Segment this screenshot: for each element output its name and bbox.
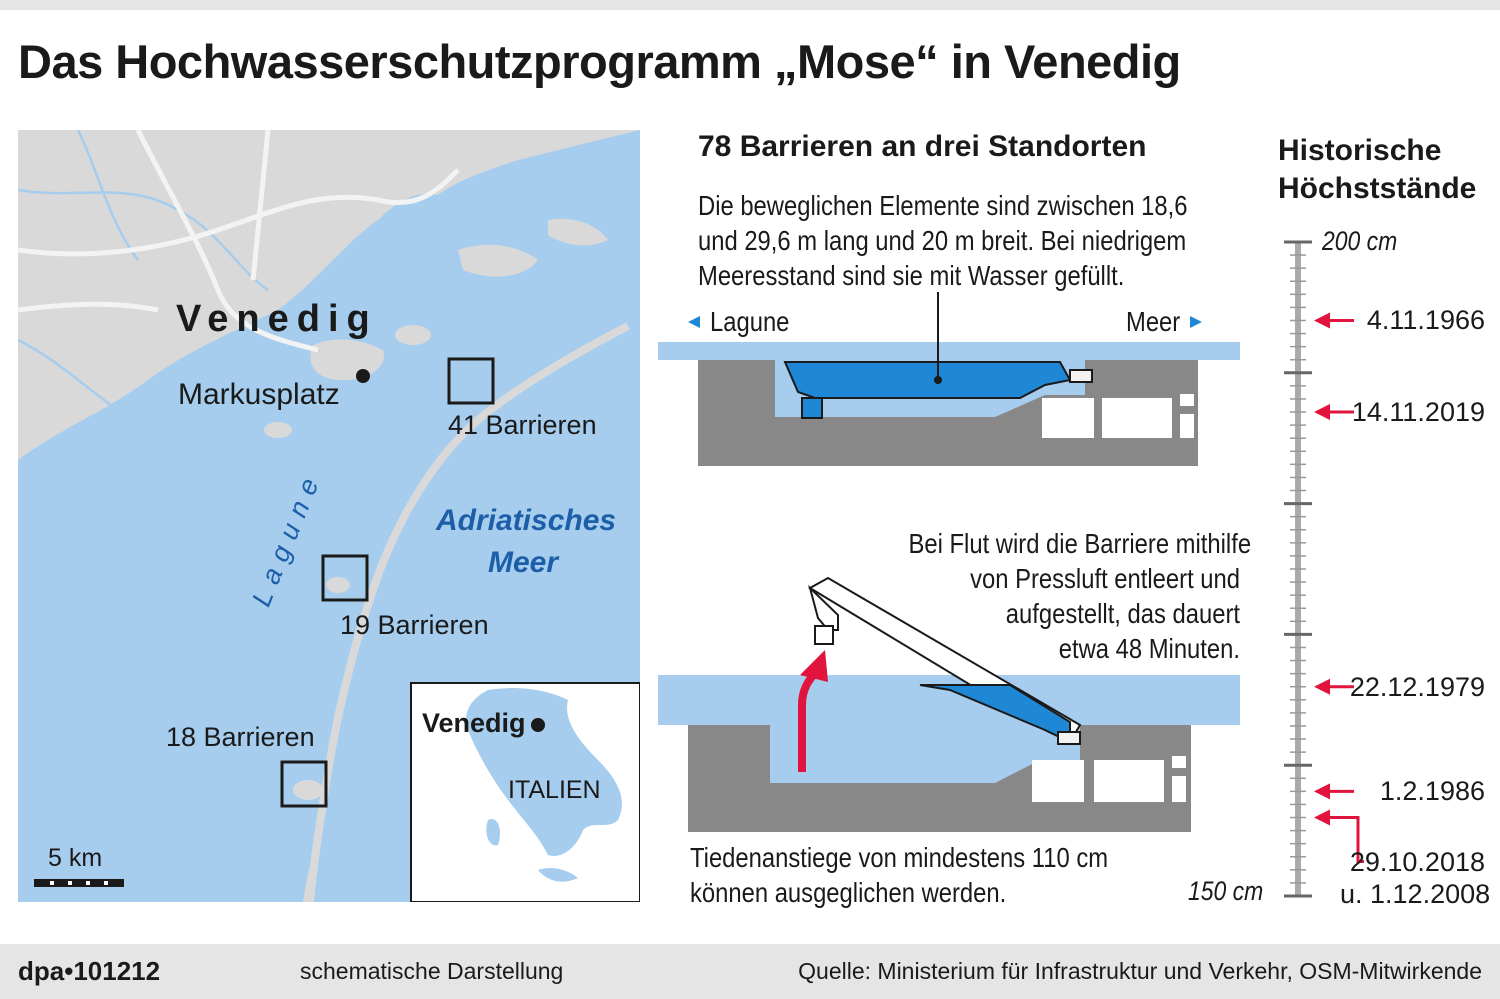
barrier-box-chioggia	[280, 760, 328, 808]
raise-arrow-icon	[800, 650, 828, 682]
level-label-wrap: 22.12.1979	[1340, 671, 1485, 703]
level-date: 4.11.1966	[1366, 305, 1485, 336]
level-label-wrap: 14.11.2019	[1340, 396, 1485, 428]
lido-strip	[306, 322, 630, 903]
lagoon-side-label: Lagune	[710, 306, 790, 337]
lagoon-water	[18, 130, 640, 902]
level-date: 1.2.1986	[1379, 776, 1485, 807]
hinge-top	[1069, 369, 1093, 383]
page-title: Das Hochwasserschutzprogramm „Mose“ in V…	[18, 35, 1181, 88]
scale-heading: Historische Höchststände	[1278, 132, 1476, 208]
footer: dpa•101212 schematische Darstellung Quel…	[0, 944, 1500, 999]
level-date-2: u. 1.12.2008	[1340, 878, 1491, 909]
inset-venice-dot	[531, 718, 545, 732]
arrow-left-icon	[688, 316, 700, 328]
scale-bar	[34, 879, 124, 887]
top-band	[0, 0, 1500, 10]
arrow-right-icon	[1190, 316, 1202, 328]
level-arrow-icon	[1314, 312, 1330, 329]
level-arrow-icon	[1314, 809, 1330, 826]
level-label-wrap: 4.11.1966	[1340, 304, 1485, 336]
flood-line-3: aufgestellt, das dauert	[1005, 598, 1240, 629]
desc-line-2: und 29,6 m lang und 20 m breit. Bei nied…	[698, 225, 1187, 256]
gate-lowered	[783, 361, 1072, 399]
scale-label: 5 km	[48, 844, 103, 872]
level-arrow-icon	[1314, 783, 1330, 800]
level-arrow-icon	[1314, 404, 1330, 421]
desc-line-3: Meeresstand sind sie mit Wasser gefüllt.	[698, 260, 1125, 291]
hinge-bottom	[1057, 731, 1081, 745]
map-graphic	[17, 128, 641, 903]
diagram-desc: Die beweglichen Elemente sind zwischen 1…	[698, 188, 1188, 293]
barrier-diagram: 78 Barrieren an drei Standorten Die bewe…	[650, 130, 1252, 915]
flood-description: Bei Flut wird die Barriere mithilfe von …	[908, 526, 1252, 666]
schematic-note: schematische Darstellung	[300, 958, 564, 984]
inset-country-label: ITALIEN	[508, 776, 601, 804]
map-city-label: Venedig	[176, 298, 378, 340]
level-arrow-icon	[1314, 678, 1330, 695]
barrier-box-lido	[447, 357, 495, 405]
map-panel: Venedig Markusplatz Lagune Adriatisches …	[17, 128, 641, 907]
level-arrow-connector	[1328, 816, 1364, 864]
barrier-cross-sections	[658, 292, 1240, 832]
inset-city-label: Venedig	[422, 708, 526, 738]
source-credit: Quelle: Ministerium für Infrastruktur un…	[798, 958, 1482, 984]
map-square-label: Markusplatz	[178, 378, 340, 411]
water-level-top	[658, 342, 1240, 360]
desc-line-1: Die beweglichen Elemente sind zwischen 1…	[698, 190, 1188, 221]
flood-line-4: etwa 48 Minuten.	[1058, 633, 1240, 664]
scale-heading-line-1: Historische	[1278, 134, 1442, 167]
tide-note: Tiedenanstiege von mindestens 110 cm kön…	[690, 840, 1108, 910]
barrier-label-19: 19 Barrieren	[340, 610, 489, 640]
italy-shape	[466, 688, 622, 856]
barrier-label-41: 41 Barrieren	[448, 410, 597, 440]
tide-line-1: Tiedenanstiege von mindestens 110 cm	[690, 842, 1109, 873]
level-date: 29.10.2018	[1349, 846, 1485, 877]
level-date: 22.12.1979	[1349, 671, 1485, 702]
markusplatz-dot	[356, 369, 370, 383]
scale-heading-line-2: Höchststände	[1278, 172, 1477, 205]
barrier-label-18: 18 Barrieren	[166, 722, 315, 752]
tide-line-2: können ausgeglichen werden.	[690, 877, 1007, 908]
agency-id: dpa•101212	[18, 956, 161, 986]
scale-top-label: 200 cm	[1322, 226, 1398, 256]
map-sea-label-2: Meer	[488, 546, 559, 579]
sea-side-label: Meer	[1126, 306, 1181, 337]
map-sea-label-1: Adriatisches	[436, 504, 617, 537]
level-label-wrap: 1.2.1986	[1340, 775, 1485, 807]
scale-bottom-label: 150 cm	[1188, 876, 1264, 906]
scale-ruler	[1284, 240, 1364, 898]
diagram-heading: 78 Barrieren an drei Standorten	[698, 130, 1147, 163]
level-date: 14.11.2019	[1351, 397, 1485, 428]
barrier-box-malamocco	[321, 554, 369, 602]
flood-line-2: von Pressluft entleert und	[970, 563, 1240, 594]
flood-line-1: Bei Flut wird die Barriere mithilfe	[908, 528, 1252, 559]
